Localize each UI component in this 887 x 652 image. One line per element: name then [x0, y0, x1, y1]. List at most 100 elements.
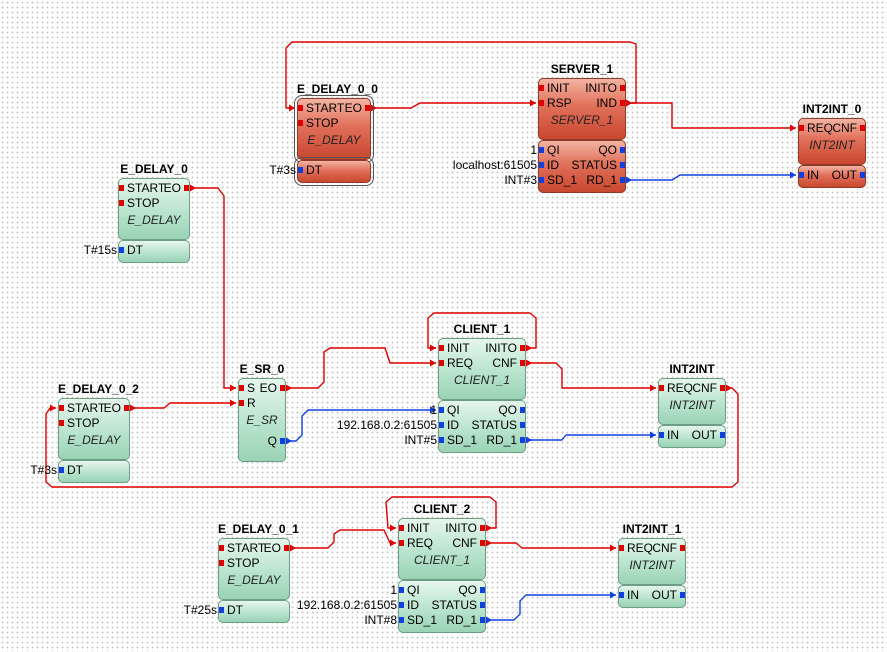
pin-start[interactable]: START	[306, 101, 345, 115]
event-port-marker[interactable]	[620, 85, 625, 91]
pin-init[interactable]: INIT	[447, 341, 470, 355]
pin-in[interactable]: IN	[667, 428, 679, 442]
data-port-marker[interactable]	[399, 617, 404, 623]
pin-dt[interactable]: DT	[227, 603, 243, 617]
data-port-marker[interactable]	[659, 432, 664, 438]
pin-req[interactable]: REQ	[667, 381, 694, 395]
data-port-marker[interactable]	[619, 592, 624, 598]
parameter-value[interactable]: T#3s	[30, 463, 57, 477]
event-port-marker[interactable]	[284, 545, 289, 551]
data-port-marker[interactable]	[680, 592, 685, 598]
event-port-marker[interactable]	[365, 105, 370, 111]
event-port-marker[interactable]	[298, 120, 303, 126]
data-port-marker[interactable]	[620, 177, 625, 183]
pin-start[interactable]: START	[227, 541, 266, 555]
data-port-marker[interactable]	[539, 162, 544, 168]
event-port-marker[interactable]	[619, 545, 624, 551]
pin-req[interactable]: REQ	[407, 536, 434, 550]
pin-rd-1[interactable]: RD_1	[486, 433, 517, 447]
data-port-marker[interactable]	[439, 437, 444, 443]
event-port-marker[interactable]	[520, 345, 525, 351]
event-port-marker[interactable]	[680, 545, 685, 551]
parameter-value[interactable]: T#25s	[183, 603, 217, 617]
parameter-value[interactable]: 1	[530, 143, 537, 157]
pin-req[interactable]: REQ	[627, 541, 654, 555]
pin-sd-1[interactable]: SD_1	[547, 173, 578, 187]
pin-out[interactable]: OUT	[651, 588, 677, 602]
pin-stop[interactable]: STOP	[67, 416, 100, 430]
pin-dt[interactable]: DT	[127, 243, 143, 257]
pin-start[interactable]: START	[127, 181, 166, 195]
pin-inito[interactable]: INITO	[585, 81, 617, 95]
pin-sd-1[interactable]: SD_1	[407, 613, 438, 627]
pin-stop[interactable]: STOP	[227, 556, 260, 570]
event-port-marker[interactable]	[399, 525, 404, 531]
event-port-marker[interactable]	[184, 185, 189, 191]
pin-inito[interactable]: INITO	[485, 341, 517, 355]
data-port-marker[interactable]	[520, 407, 525, 413]
parameter-value[interactable]: localhost:61505	[452, 158, 537, 172]
event-port-marker[interactable]	[539, 85, 544, 91]
event-port-marker[interactable]	[124, 405, 129, 411]
pin-start[interactable]: START	[67, 401, 106, 415]
pin-dt[interactable]: DT	[306, 163, 322, 177]
parameter-value[interactable]: 192.168.0.2:61505	[336, 418, 437, 432]
parameter-value[interactable]: 192.168.0.2:61505	[296, 598, 397, 612]
pin-r[interactable]: R	[247, 396, 256, 410]
pin-rd-1[interactable]: RD_1	[446, 613, 477, 627]
event-port-marker[interactable]	[239, 385, 244, 391]
event-port-marker[interactable]	[799, 125, 804, 131]
event-port-marker[interactable]	[439, 345, 444, 351]
parameter-value[interactable]: T#15s	[83, 243, 117, 257]
event-port-marker[interactable]	[119, 200, 124, 206]
pin-status[interactable]: STATUS	[471, 418, 517, 432]
parameter-value[interactable]: INT#3	[504, 173, 537, 187]
pin-qo[interactable]: QO	[458, 583, 477, 597]
event-port-marker[interactable]	[399, 540, 404, 546]
data-port-marker[interactable]	[860, 172, 865, 178]
event-port-marker[interactable]	[480, 525, 485, 531]
pin-init[interactable]: INIT	[407, 521, 430, 535]
data-port-marker[interactable]	[480, 587, 485, 593]
data-port-marker[interactable]	[439, 407, 444, 413]
parameter-value[interactable]: INT#5	[404, 433, 437, 447]
event-port-marker[interactable]	[439, 360, 444, 366]
pin-q[interactable]: Q	[267, 434, 277, 448]
event-port-marker[interactable]	[720, 385, 725, 391]
pin-id[interactable]: ID	[547, 158, 559, 172]
data-port-marker[interactable]	[539, 147, 544, 153]
event-port-marker[interactable]	[520, 360, 525, 366]
pin-out[interactable]: OUT	[831, 168, 857, 182]
parameter-value[interactable]: T#3s	[269, 163, 296, 177]
event-port-marker[interactable]	[219, 545, 224, 551]
event-port-marker[interactable]	[539, 100, 544, 106]
event-port-marker[interactable]	[280, 385, 285, 391]
data-port-marker[interactable]	[480, 617, 485, 623]
pin-dt[interactable]: DT	[67, 463, 83, 477]
pin-rd-1[interactable]: RD_1	[586, 173, 617, 187]
pin-id[interactable]: ID	[407, 598, 419, 612]
event-port-marker[interactable]	[860, 125, 865, 131]
pin-cnf[interactable]: CNF	[452, 536, 477, 550]
pin-eo[interactable]: EO	[263, 541, 281, 555]
data-port-marker[interactable]	[539, 177, 544, 183]
pin-sd-1[interactable]: SD_1	[447, 433, 478, 447]
data-port-marker[interactable]	[799, 172, 804, 178]
event-port-marker[interactable]	[620, 100, 625, 106]
pin-stop[interactable]: STOP	[127, 196, 160, 210]
pin-stop[interactable]: STOP	[306, 116, 339, 130]
data-port-marker[interactable]	[620, 162, 625, 168]
data-port-marker[interactable]	[520, 437, 525, 443]
event-port-marker[interactable]	[239, 400, 244, 406]
event-port-marker[interactable]	[219, 560, 224, 566]
data-port-marker[interactable]	[119, 247, 124, 253]
